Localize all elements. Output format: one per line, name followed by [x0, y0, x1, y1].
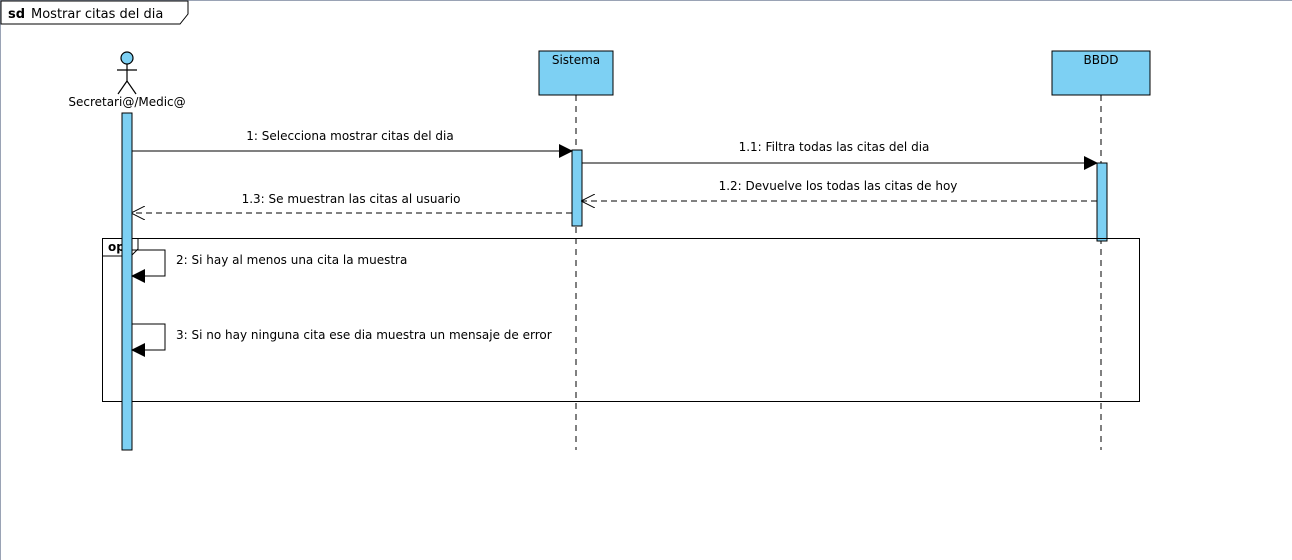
actor-label: Secretari@/Medic@: [68, 95, 185, 109]
message-1-2-label: 1.2: Devuelve los todas las citas de hoy: [719, 179, 958, 193]
bbdd-head-box: [1051, 50, 1151, 96]
frame-keyword: sd: [8, 7, 25, 22]
message-1-2[interactable]: 1.2: Devuelve los todas las citas de hoy: [582, 179, 1097, 201]
actor-activation-bar-overlay: [121, 112, 133, 451]
frame-label-tab: [0, 0, 189, 25]
message-3[interactable]: 3: Si no hay ninguna cita ese dia muestr…: [131, 323, 552, 357]
bbdd-lifeline[interactable]: BBDD: [1051, 50, 1151, 450]
frame-label: sd Mostrar citas del dia: [0, 0, 189, 25]
opt-fragment-frame: [102, 238, 1140, 402]
bbdd-activation-bar: [1096, 162, 1108, 242]
sistema-head-box: [538, 50, 614, 96]
message-2-label: 2: Si hay al menos una cita la muestra: [176, 253, 407, 267]
message-3-label: 3: Si no hay ninguna cita ese dia muestr…: [176, 328, 552, 342]
message-1-3[interactable]: 1.3: Se muestran las citas al usuario: [132, 192, 572, 213]
sistema-label: Sistema: [552, 53, 600, 67]
message-1-1-label: 1.1: Filtra todas las citas del dia: [739, 140, 930, 154]
message-1-3-label: 1.3: Se muestran las citas al usuario: [242, 192, 461, 206]
frame-title: Mostrar citas del dia: [31, 7, 163, 22]
message-1-1[interactable]: 1.1: Filtra todas las citas del dia: [582, 140, 1098, 170]
stick-figure-icon: [117, 51, 137, 95]
message-3-arrow: [131, 323, 166, 357]
sistema-lifeline[interactable]: Sistema: [538, 50, 614, 450]
message-1[interactable]: 1: Selecciona mostrar citas del dia: [132, 129, 573, 158]
sistema-activation-bar: [571, 149, 583, 227]
bbdd-label: BBDD: [1084, 53, 1119, 67]
message-1-label: 1: Selecciona mostrar citas del dia: [246, 129, 453, 143]
message-2[interactable]: 2: Si hay al menos una cita la muestra: [131, 249, 407, 283]
message-2-arrow: [131, 249, 166, 283]
